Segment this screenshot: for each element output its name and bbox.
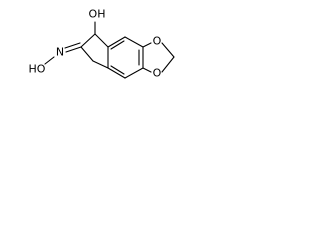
- label-hydroxyl: OH: [89, 8, 106, 21]
- bond-c5-c4: [124, 67, 144, 79]
- bond-o-top-ch2: [161, 42, 175, 58]
- label-oxime-hydroxyl: HO: [29, 63, 46, 76]
- bond-c2-c3: [80, 46, 94, 62]
- bond-c3-c3a: [92, 60, 109, 69]
- bond-c4-c3a-double: [110, 65, 125, 75]
- label-oxime-nitrogen: N: [56, 46, 64, 59]
- bond-o-bottom-c5: [142, 67, 152, 73]
- bond-c1-c2: [80, 33, 96, 48]
- bond-c2-n: [65, 46, 82, 53]
- bond-ch2-o-bottom: [161, 56, 175, 73]
- bond-c1-c7a: [94, 33, 109, 48]
- chemical-structure: OH N HO O O: [29, 8, 175, 80]
- bond-c2-n-double: [64, 42, 81, 49]
- bond-n-o: [44, 56, 55, 65]
- bond-c7-c7-double: [110, 40, 125, 50]
- bond-c4-c3a: [107, 67, 126, 79]
- label-dioxole-oxygen-top: O: [153, 35, 162, 48]
- bond-c6-o-top: [142, 42, 152, 48]
- label-dioxole-oxygen-bottom: O: [153, 67, 162, 80]
- bond-c7a-c7: [107, 36, 126, 48]
- bond-c7-c6: [124, 36, 144, 48]
